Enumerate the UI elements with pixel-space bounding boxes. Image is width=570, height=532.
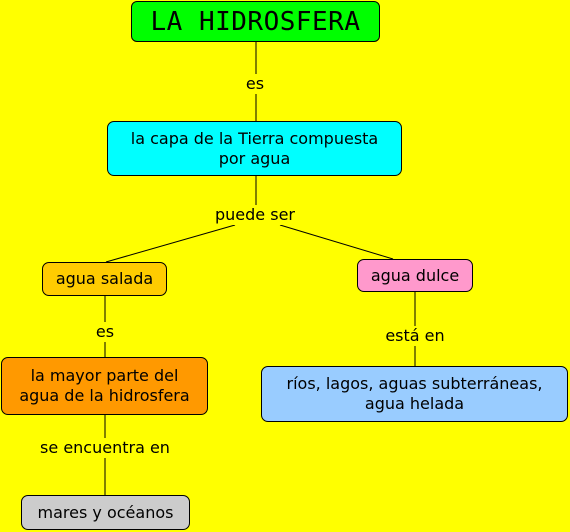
link-label-puede-ser: puede ser [205, 205, 305, 225]
mares-text: mares y océanos [37, 502, 174, 522]
concept-capa: la capa de la Tierra compuesta por agua [107, 121, 402, 176]
concept-mayor-parte: la mayor parte del agua de la hidrosfera [1, 357, 208, 415]
capa-text: la capa de la Tierra compuesta por agua [130, 128, 379, 168]
link-label-se-encuentra-en: se encuentra en [25, 438, 185, 458]
concept-title: LA HIDROSFERA [131, 1, 380, 42]
title-text: LA HIDROSFERA [150, 6, 361, 37]
mayor-text: la mayor parte del agua de la hidrosfera [19, 366, 190, 405]
dulce-text: agua dulce [370, 265, 460, 285]
link-label-esta-en: está en [375, 326, 455, 346]
rios-text: ríos, lagos, aguas subterráneas, agua he… [286, 374, 543, 413]
salada-text: agua salada [55, 269, 154, 288]
link-label-es: es [240, 74, 270, 94]
concept-agua-dulce: agua dulce [357, 259, 473, 292]
connector-puede-salada [105, 224, 236, 263]
concept-agua-salada: agua salada [42, 262, 167, 296]
concept-rios-lagos: ríos, lagos, aguas subterráneas, agua he… [261, 366, 568, 422]
connector-puede-dulce [279, 224, 394, 260]
concept-mares-oceanos: mares y océanos [21, 495, 190, 530]
link-label-es-2: es [90, 322, 120, 342]
